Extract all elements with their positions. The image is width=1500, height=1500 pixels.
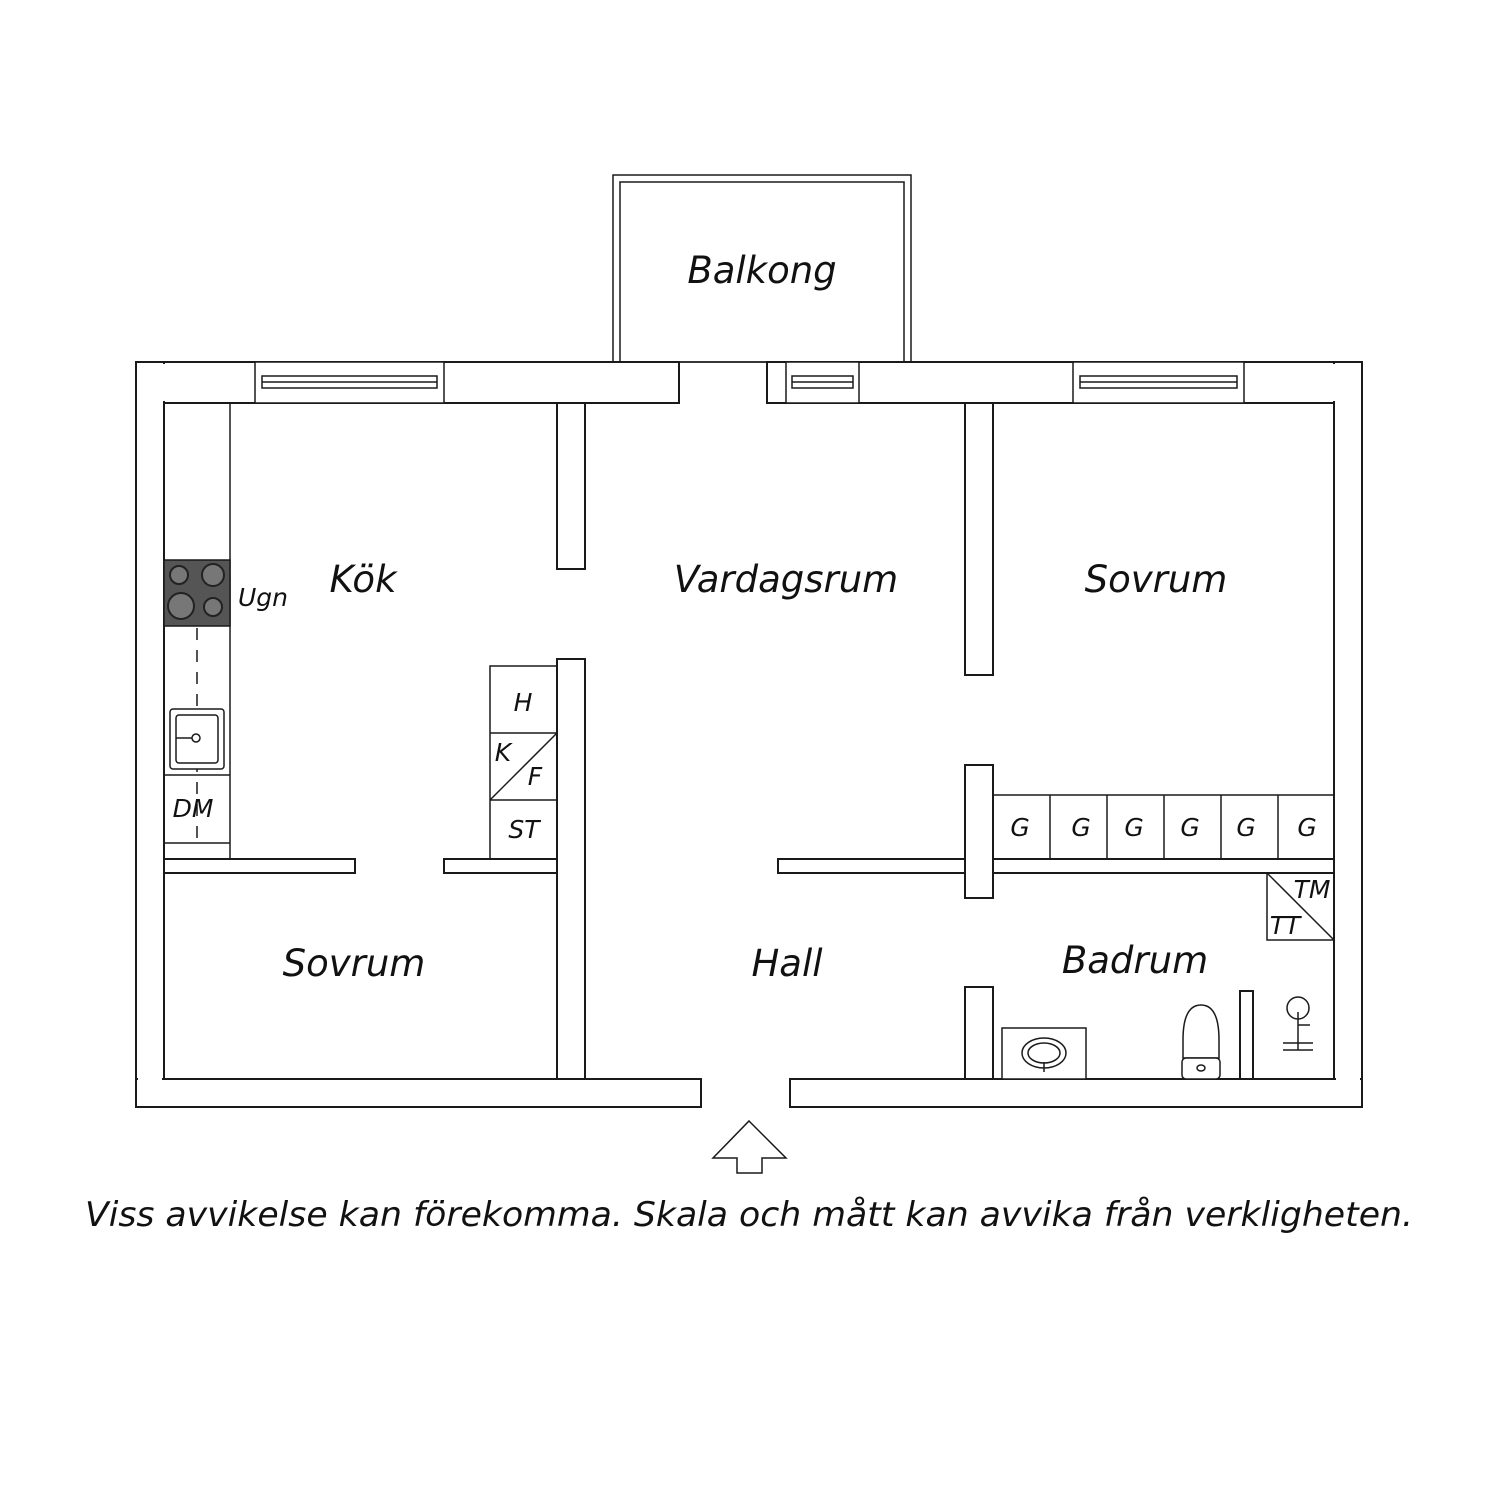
wardrobe-label: G bbox=[1124, 813, 1143, 842]
disclaimer: Viss avvikelse kan förekomma. Skala och … bbox=[85, 1195, 1413, 1235]
label-k: K bbox=[495, 738, 514, 767]
room-label-sovrum-left: Sovrum bbox=[283, 942, 426, 985]
shower-icon bbox=[1283, 996, 1313, 1051]
label-f: F bbox=[528, 762, 543, 791]
room-label-badrum: Badrum bbox=[1062, 939, 1208, 982]
room-label-vardagsrum: Vardagsrum bbox=[674, 558, 898, 601]
balcony bbox=[612, 174, 912, 363]
wardrobe-label: G bbox=[1180, 813, 1199, 842]
wardrobe-label: G bbox=[1297, 813, 1316, 842]
kitchen-counter bbox=[163, 402, 231, 860]
washbasin-icon bbox=[1001, 1027, 1087, 1080]
label-tt: TT bbox=[1270, 911, 1302, 940]
kitchen-cabinets bbox=[489, 665, 558, 860]
room-label-hall: Hall bbox=[751, 942, 823, 985]
stove-icon bbox=[163, 559, 231, 627]
wardrobe-label: G bbox=[1010, 813, 1029, 842]
label-h: H bbox=[514, 688, 533, 717]
room-label-balkong: Balkong bbox=[687, 249, 836, 292]
toilet-icon bbox=[1181, 1004, 1221, 1080]
label-ugn: Ugn bbox=[238, 583, 288, 612]
room-label-kok: Kök bbox=[329, 558, 398, 601]
sink-icon bbox=[169, 708, 225, 770]
label-dm: DM bbox=[173, 794, 214, 823]
interior-walls bbox=[163, 402, 1335, 1080]
label-st: ST bbox=[508, 815, 541, 844]
windows bbox=[254, 361, 1245, 404]
wardrobe-label: G bbox=[1236, 813, 1255, 842]
wardrobes bbox=[992, 794, 1335, 860]
outer-walls bbox=[135, 361, 1363, 1108]
entrance-arrow-icon bbox=[711, 1119, 788, 1174]
laundry-box bbox=[1266, 872, 1335, 941]
label-tm: TM bbox=[1294, 875, 1331, 904]
wardrobe-label: G bbox=[1071, 813, 1090, 842]
room-label-sovrum-right: Sovrum bbox=[1085, 558, 1228, 601]
